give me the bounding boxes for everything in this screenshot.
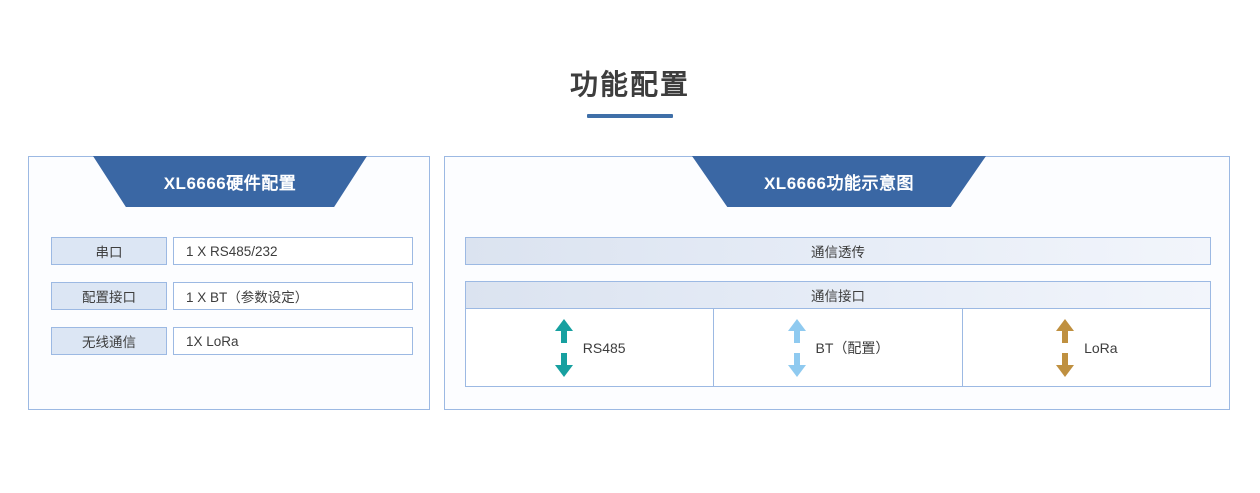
interface-label: BT（配置） <box>815 339 890 356</box>
interface-label: LoRa <box>1084 339 1118 356</box>
function-diagram-panel: XL6666功能示意图 通信透传 通信接口 RS485 <box>444 156 1230 410</box>
hardware-row-config-interface: 配置接口 1 X BT（参数设定） <box>51 282 413 310</box>
hardware-row-label: 无线通信 <box>51 327 167 355</box>
interface-column-lora: LoRa <box>963 309 1210 386</box>
page-header: 功能配置 <box>0 68 1260 118</box>
hardware-row-serial: 串口 1 X RS485/232 <box>51 237 413 265</box>
band-transparent-transmission: 通信透传 <box>465 237 1211 265</box>
hardware-row-wireless: 无线通信 1X LoRa <box>51 327 413 355</box>
interface-column-bt: BT（配置） <box>714 309 963 386</box>
hardware-row-value: 1X LoRa <box>173 327 413 355</box>
hardware-row-value: 1 X RS485/232 <box>173 237 413 265</box>
band-communication-interface: 通信接口 <box>465 281 1211 309</box>
page-title: 功能配置 <box>569 69 690 100</box>
hardware-row-value: 1 X BT（参数设定） <box>173 282 413 310</box>
interface-label: RS485 <box>582 339 626 356</box>
title-underline <box>587 114 673 118</box>
hardware-row-label: 串口 <box>51 237 167 265</box>
interface-columns: RS485 BT（配置） <box>465 308 1211 387</box>
interface-column-rs485: RS485 <box>466 309 715 386</box>
double-arrow-vertical-icon <box>1055 318 1075 377</box>
hardware-panel-banner: XL6666硬件配置 <box>93 156 367 207</box>
hardware-config-panel: XL6666硬件配置 串口 1 X RS485/232 配置接口 1 X BT（… <box>28 156 430 410</box>
double-arrow-vertical-icon <box>787 318 807 377</box>
double-arrow-vertical-icon <box>554 318 574 377</box>
hardware-row-label: 配置接口 <box>51 282 167 310</box>
function-panel-banner: XL6666功能示意图 <box>692 156 986 207</box>
